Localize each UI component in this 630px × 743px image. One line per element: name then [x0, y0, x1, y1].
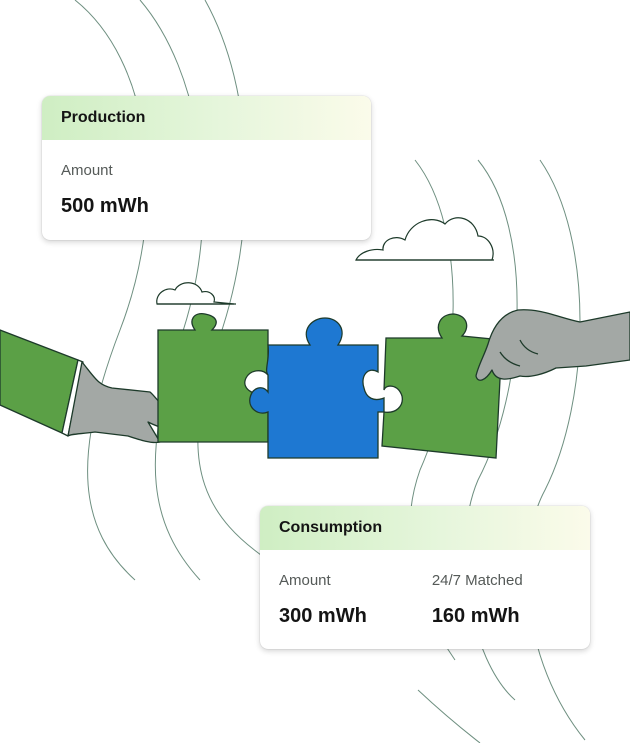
- production-card-title: Production: [42, 96, 371, 140]
- consumption-matched-field: 24/7 Matched 160 mWh: [432, 550, 542, 628]
- consumption-amount-field: Amount 300 mWh: [260, 550, 386, 628]
- puzzle-piece-center: [249, 317, 385, 459]
- production-amount-value: 500 mWh: [61, 195, 149, 217]
- consumption-matched-label: 24/7 Matched: [431, 572, 523, 589]
- puzzle-piece-left: [157, 313, 269, 443]
- consumption-amount-value: 300 mWh: [279, 605, 367, 627]
- right-hand: [475, 309, 630, 381]
- production-card: Production Amount 500 mWh: [42, 96, 371, 240]
- consumption-matched-value: 160 mWh: [431, 605, 520, 627]
- cloud-icon-small: [156, 282, 236, 305]
- consumption-card: Consumption Amount 300 mWh 24/7 Matched …: [260, 506, 590, 649]
- puzzle-piece-right: [381, 313, 503, 459]
- left-hand: [0, 329, 182, 444]
- consumption-card-title: Consumption: [260, 506, 590, 550]
- production-amount-field: Amount 500 mWh: [42, 140, 168, 218]
- consumption-amount-label: Amount: [279, 572, 331, 589]
- cloud-icon-large: [355, 217, 494, 261]
- production-amount-label: Amount: [61, 162, 113, 179]
